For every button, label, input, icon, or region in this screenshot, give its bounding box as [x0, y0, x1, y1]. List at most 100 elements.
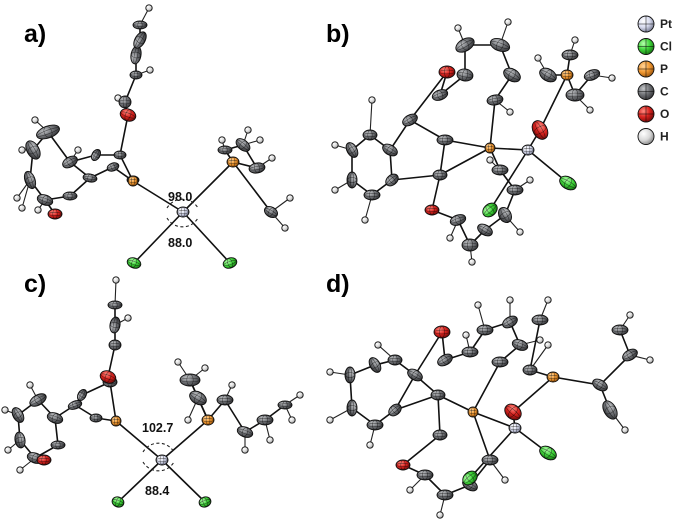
angle-label-c-top: 102.7 [142, 421, 173, 435]
phosphorus-atom [484, 142, 496, 154]
carbon-atom [583, 69, 601, 81]
carbon-atom [491, 356, 509, 368]
hydrogen-atom [621, 426, 629, 434]
panel-label-d: d) [326, 270, 350, 298]
carbon-atom [432, 169, 448, 181]
hydrogen-atom [268, 154, 276, 162]
bond [489, 99, 496, 149]
hydrogen-atom [201, 364, 209, 372]
platinum-atom [508, 422, 522, 434]
carbon-atom [449, 214, 467, 226]
hydrogen-atom [18, 146, 26, 154]
carbon-atom [346, 171, 358, 189]
carbon-atom [277, 400, 293, 410]
hydrogen-atom [436, 511, 444, 519]
hydrogen-atom [506, 108, 514, 116]
hydrogen-atom [544, 341, 552, 349]
bond [539, 74, 568, 131]
oxygen-atom [433, 325, 451, 339]
angle-annotation-a: 98.0 88.0 [166, 190, 199, 250]
carbon-atom [561, 49, 579, 61]
carbon-atom [511, 339, 529, 351]
carbon-atom [89, 413, 103, 423]
carbon-atom [497, 207, 513, 223]
carbon-atom [506, 184, 524, 196]
carbon-atom [368, 357, 382, 373]
carbon-atom [385, 173, 399, 187]
molecule-panel-b [331, 18, 616, 266]
molecule-panel-c [1, 276, 304, 508]
hydrogen-atom [536, 336, 544, 344]
hydrogen-atom [516, 228, 524, 236]
legend-label: Pt [660, 17, 672, 31]
oxygen-atom [424, 204, 440, 216]
hydrogen-atom [124, 314, 132, 322]
hydrogen-atom [544, 296, 552, 304]
chlorine-atom [539, 445, 557, 461]
carbon-atom [25, 140, 41, 160]
carbon-atom [345, 142, 359, 158]
legend-item-pt: Pt [637, 15, 672, 33]
carbon-atom [455, 37, 475, 53]
hydrogen-atom [526, 176, 534, 184]
angle-label-c-bottom: 88.4 [145, 484, 169, 498]
carbon-atom [431, 89, 449, 101]
hydrogen-atom [281, 224, 289, 232]
hydrogen-atom [26, 381, 34, 389]
hydrogen-atom [608, 74, 616, 82]
carbon-atom [217, 145, 233, 155]
legend-label: H [660, 130, 669, 144]
hydrogen-atom [361, 216, 369, 224]
chlorine-atom [126, 257, 142, 269]
chlorine-atom [198, 496, 212, 508]
hydrogen-atom [486, 156, 494, 164]
bond [182, 211, 231, 264]
carbon-atom [407, 368, 423, 382]
carbon-atom [235, 138, 251, 152]
carbon-atom [461, 346, 479, 358]
hydrogen-atom [218, 136, 226, 144]
carbon-atom [90, 148, 102, 162]
carbon-atom [489, 37, 511, 53]
hydrogen-atom [1, 406, 9, 414]
bond [414, 331, 443, 376]
hydrogen-atom [286, 194, 294, 202]
carbon-atom [522, 364, 538, 376]
carbon-atom [36, 124, 60, 140]
carbon-atom [366, 419, 384, 431]
hydrogen-atom [468, 258, 476, 266]
hydrogen-atom [454, 24, 462, 32]
carbon-atom [113, 150, 127, 160]
carbon-atom [476, 324, 494, 336]
bond [437, 394, 441, 436]
bond [402, 434, 441, 466]
chlorine-atom [222, 257, 238, 269]
hydrogen-atom [288, 416, 296, 424]
carbon-atom [430, 389, 446, 401]
carbon-atom [436, 134, 454, 146]
carbon-atom [14, 431, 26, 449]
bond [394, 394, 439, 411]
hydrogen-atom [174, 358, 182, 366]
hydrogen-atom [184, 416, 192, 424]
legend-label: O [660, 107, 669, 121]
phosphorus-atom [560, 69, 574, 81]
carbon-atom [592, 378, 608, 392]
hydrogen-atom [241, 446, 249, 454]
bond [439, 147, 491, 176]
legend-item-o: O [637, 105, 669, 123]
carbon-atom [486, 94, 504, 106]
bond [409, 71, 448, 121]
hydrogen-atom [326, 416, 334, 424]
panel-label-a: a) [24, 20, 46, 48]
carbon-atom [461, 238, 479, 252]
angle-label-a-top: 98.0 [168, 190, 192, 204]
oxygen-atom [119, 108, 137, 122]
hydrogen-atom [586, 106, 594, 114]
carbon-atom [481, 454, 499, 466]
carbon-atom [263, 205, 279, 219]
hydrogen-atom [16, 466, 24, 474]
bond [472, 411, 516, 429]
hydrogen-atom [4, 446, 12, 454]
